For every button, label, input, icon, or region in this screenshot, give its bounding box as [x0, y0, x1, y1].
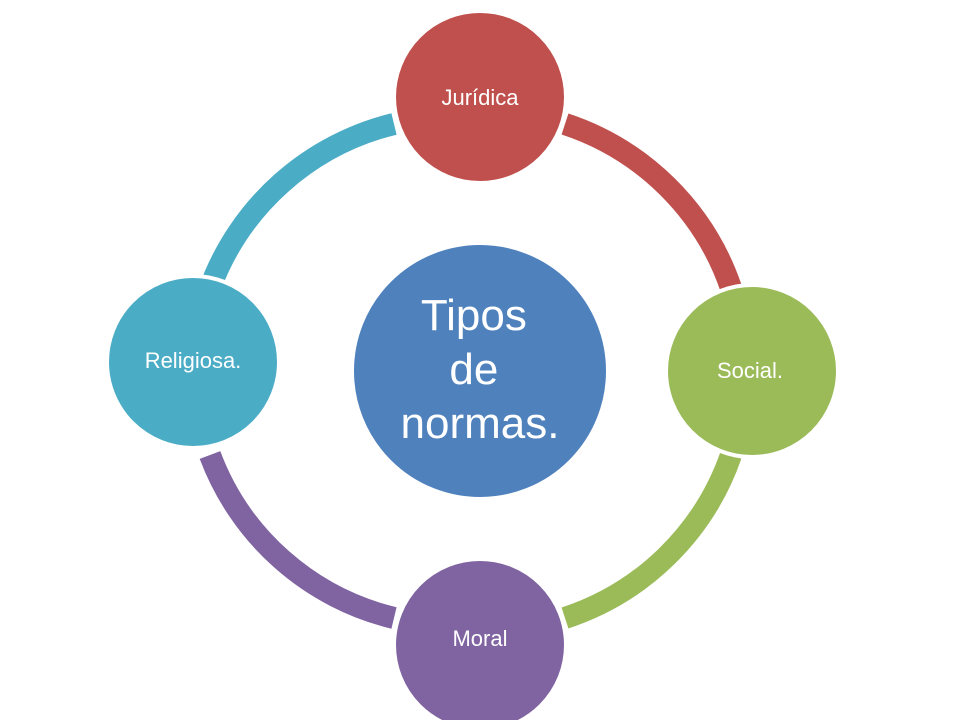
node-juridica-label: Jurídica — [441, 85, 519, 110]
node-moral-label: Moral — [452, 626, 507, 651]
connector-religiosa-to-juridica — [199, 113, 397, 292]
connector-juridica-to-social — [561, 113, 742, 292]
center-label-line-2: de — [449, 345, 498, 394]
center-label: Tipos de normas. — [401, 291, 560, 448]
node-social: Social. — [664, 283, 840, 459]
node-moral: Moral — [392, 557, 568, 720]
center-label-line-3: normas. — [401, 399, 560, 448]
node-religiosa: Religiosa. — [105, 274, 281, 450]
center-node: Tipos de normas. — [350, 241, 610, 501]
connector-moral-to-religiosa — [199, 451, 397, 629]
node-social-label: Social. — [717, 358, 783, 383]
center-label-line-1: Tipos — [421, 291, 527, 340]
node-religiosa-label: Religiosa. — [145, 348, 242, 373]
node-juridica: Jurídica — [392, 9, 568, 185]
connector-social-to-moral — [561, 451, 742, 629]
